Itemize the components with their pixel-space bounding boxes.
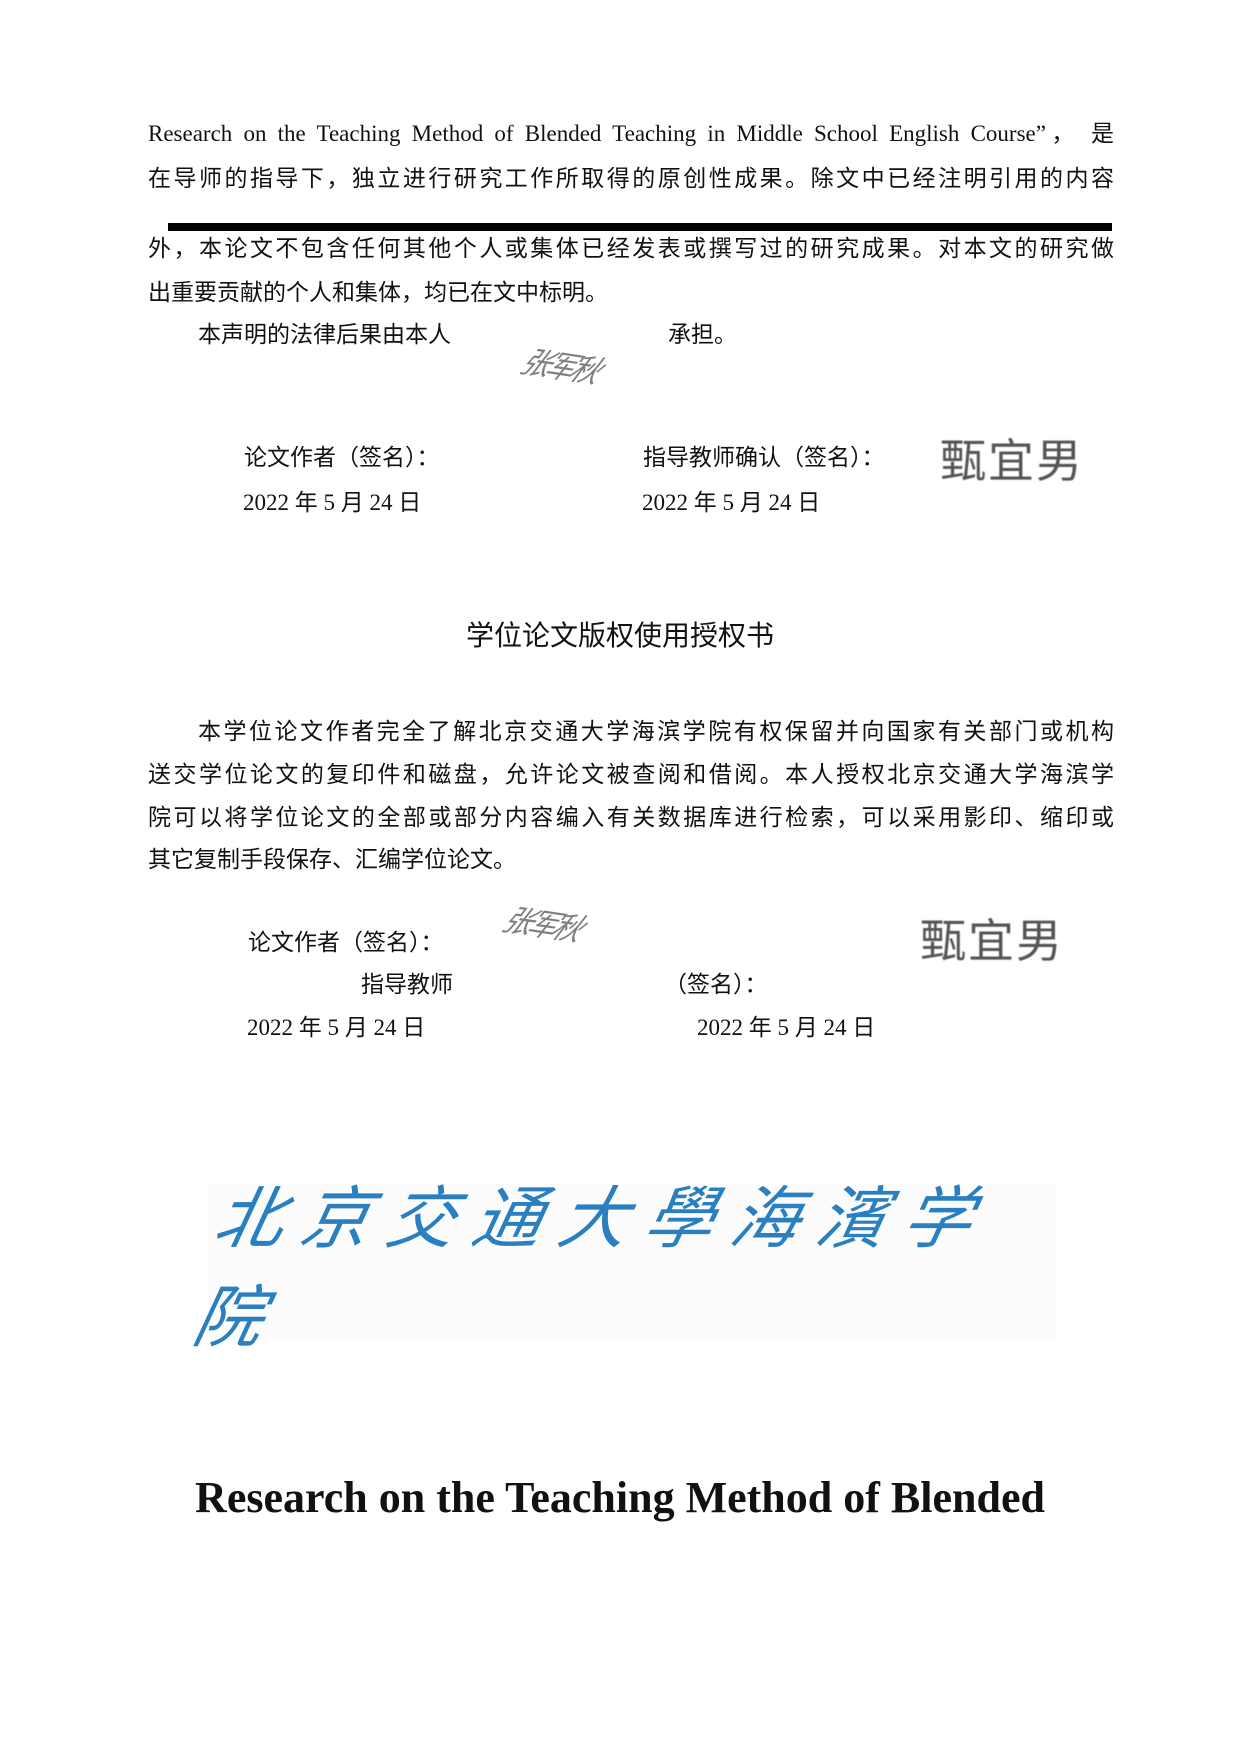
declaration-line-2: 在导师的指导下，独立进行研究工作所取得的原创性成果。除文中已经注明引用的内容	[148, 166, 1114, 191]
legal-prefix: 本声明的法律后果由本人	[198, 322, 451, 347]
author-sign-label-2: 论文作者（签名）：	[248, 930, 444, 955]
advisor-date-2: 2022 年 5 月 24 日	[697, 1015, 876, 1040]
authorization-line-2: 送交学位论文的复印件和磁盘，允许论文被查阅和借阅。本人授权北京交通大学海滨学	[148, 762, 1114, 787]
author-signature-2: 张军秋	[495, 902, 587, 949]
authorization-line-3: 院可以将学位论文的全部或部分内容编入有关数据库进行检索，可以采用影印、缩印或	[148, 805, 1114, 830]
advisor-signature-1: 甄宜男	[940, 434, 1084, 488]
advisor-date-1: 2022 年 5 月 24 日	[642, 490, 821, 515]
advisor-confirm-label: 指导教师确认（签名）：	[643, 445, 885, 470]
english-title: Research on the Teaching Method of Blend…	[195, 1473, 1045, 1522]
author-date-1: 2022 年 5 月 24 日	[243, 490, 422, 515]
authorization-line-1: 本学位论文作者完全了解北京交通大学海滨学院有权保留并向国家有关部门或机构	[198, 719, 1114, 744]
author-sign-label-1: 论文作者（签名）：	[244, 445, 440, 470]
author-date-2: 2022 年 5 月 24 日	[247, 1015, 426, 1040]
authorization-line-4: 其它复制手段保存、汇编学位论文。	[148, 847, 516, 872]
college-logo: 北京交通大學海濱学院	[187, 1180, 1057, 1358]
declaration-line-4: 出重要贡献的个人和集体，均已在文中标明。	[148, 280, 608, 305]
declaration-line-1: Research on the Teaching Method of Blend…	[148, 121, 1114, 146]
advisor-signature-2: 甄宜男	[920, 914, 1064, 968]
author-signature-1: 张军秋	[513, 344, 605, 391]
advisor-sign-label-2: （签名）：	[664, 972, 768, 997]
college-logo-text: 北京交通大學海濱学院	[186, 1180, 999, 1358]
authorization-heading: 学位论文版权使用授权书	[465, 619, 774, 652]
declaration-line-3: 外，本论文不包含任何其他个人或集体已经发表或撰写过的研究成果。对本文的研究做	[148, 236, 1114, 261]
advisor-label-2: 指导教师	[361, 972, 453, 997]
legal-suffix: 承担。	[668, 322, 737, 347]
redaction-bar	[168, 223, 1112, 231]
